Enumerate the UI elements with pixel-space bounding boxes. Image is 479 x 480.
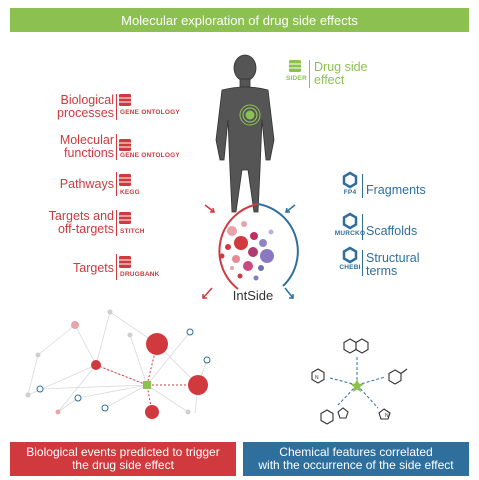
title-banner: Molecular exploration of drug side effec… (10, 8, 469, 32)
label-scaffolds: Scaffolds (366, 224, 418, 238)
side-effect-target-icon (239, 104, 261, 126)
svg-text:N: N (385, 413, 389, 419)
database-icon-sider (288, 59, 302, 73)
db-tag-sider: SIDER (286, 75, 307, 82)
label-targets: Targets (73, 261, 114, 275)
label-structural-terms: Structural terms (366, 251, 420, 278)
divider (362, 250, 363, 276)
label-pathways: Pathways (59, 177, 114, 191)
db-tag-chebi: CHEBI (339, 264, 361, 271)
db-tag-gene-ontology: GENE ONTOLOGY (120, 109, 180, 116)
db-tag-drugbank: DRUGBANK (120, 271, 160, 278)
label-fragments: Fragments (366, 183, 426, 197)
label-molecular-functions: Molecular functions (59, 133, 114, 160)
intside-cluster (219, 221, 274, 281)
divider (309, 60, 310, 88)
biological-network (25, 309, 211, 419)
divider (116, 210, 117, 236)
divider (362, 214, 363, 240)
hexagon-icon (342, 171, 358, 264)
divider (116, 94, 117, 120)
page-title: Molecular exploration of drug side effec… (121, 12, 358, 28)
label-targets-off-targets: Targets and off-targets (48, 209, 114, 236)
db-tag-murcko: MURCKO (334, 230, 366, 237)
db-tag-kegg: KEGG (120, 189, 140, 196)
db-tag-fp4: FP4 (343, 189, 357, 196)
footer-biological-events: Biological events predicted to trigger t… (10, 442, 236, 476)
side-effect-label: Drug side effect (314, 60, 368, 87)
db-tag-gene-ontology: GENE ONTOLOGY (120, 152, 180, 159)
intside-arc-left (218, 203, 259, 290)
footer-chemical-features: Chemical features correlated with the oc… (243, 442, 469, 476)
db-tag-stitch: STITCH (120, 228, 145, 235)
divider (116, 172, 117, 196)
chemical-network: N N (311, 338, 408, 425)
arrow-icon (202, 204, 296, 299)
divider (116, 254, 117, 280)
intside-arc-right (257, 203, 299, 287)
divider (116, 134, 117, 160)
svg-text:N: N (315, 375, 319, 381)
human-silhouette-icon (215, 54, 275, 213)
label-biological-processes: Biological processes (57, 93, 114, 120)
database-icon (118, 93, 132, 269)
intside-label: IntSide (232, 288, 274, 303)
divider (362, 174, 363, 198)
